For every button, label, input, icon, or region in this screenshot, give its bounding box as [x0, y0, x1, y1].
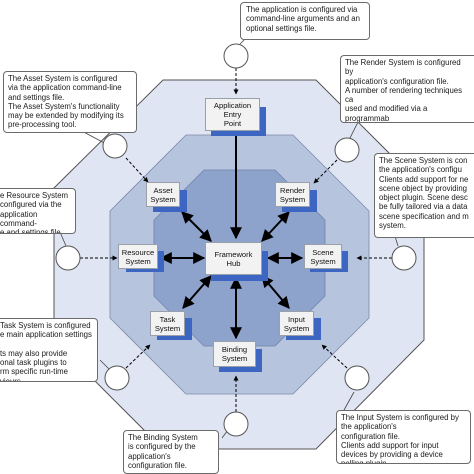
leader-input	[343, 391, 355, 411]
asset-system-note: The Asset System is configured via the a…	[3, 71, 137, 133]
dash-input-circle	[321, 344, 348, 369]
circle-task	[104, 365, 130, 391]
framework-hub-node: Framework Hub	[205, 242, 262, 275]
arrow-hub-render	[261, 211, 290, 242]
circle-input	[344, 365, 370, 391]
leader-resource	[59, 231, 67, 247]
dash-task-circle	[125, 344, 151, 369]
dash-render-circle	[313, 159, 338, 184]
arrow-hub-input	[261, 275, 290, 309]
task-system-note: Task System is configured e main applica…	[0, 318, 98, 382]
arrow-hub-asset	[181, 211, 212, 242]
input-system-note: The Input System is configured by the ap…	[336, 410, 471, 464]
circle-binding	[223, 411, 249, 437]
entry-note: The application is configured via comman…	[240, 2, 370, 40]
dash-asset-circle	[125, 157, 149, 183]
task-system-node: Task System	[150, 311, 185, 336]
render-system-node: Render System	[275, 182, 310, 207]
binding-system-node: Binding System	[213, 341, 256, 367]
scene-system-node: Scene System	[304, 244, 342, 269]
input-system-node: Input System	[279, 311, 314, 336]
resource-system-note: e Resource System configured via the app…	[0, 188, 76, 234]
arrow-hub-task	[182, 275, 212, 309]
circle-render	[334, 137, 360, 163]
asset-system-node: Asset System	[146, 182, 180, 207]
circle-entry	[223, 43, 249, 69]
circle-asset	[102, 133, 128, 159]
resource-system-node: Resource System	[118, 244, 158, 269]
scene-system-note: The Scene System is con the application'…	[374, 153, 474, 238]
circle-resource	[55, 245, 81, 271]
binding-system-note: The Binding System is configured by the …	[123, 430, 219, 474]
render-system-note: The Render System is configured by appli…	[340, 55, 474, 123]
application-entry-point-node: Application Entry Point	[205, 98, 260, 131]
circle-scene	[391, 245, 417, 271]
